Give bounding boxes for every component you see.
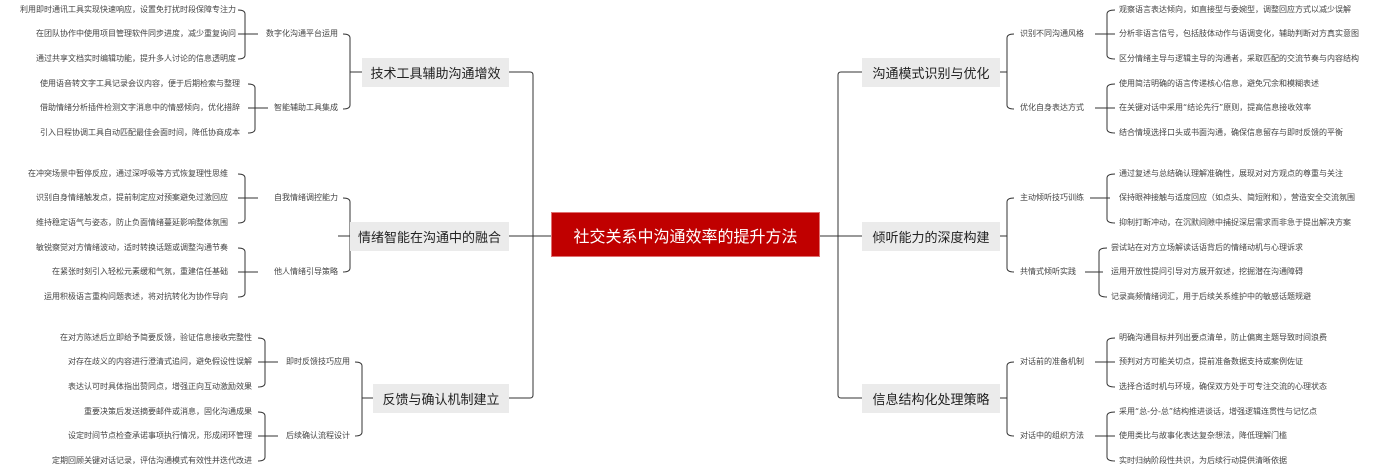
subtopic-smart-tools[interactable]: 智能辅助工具集成 [274, 103, 338, 112]
subtopic-self-emotion-control[interactable]: 自我情绪调控能力 [274, 193, 338, 202]
leaf[interactable]: 实时归纳阶段性共识，为后续行动提供清晰依据 [1119, 456, 1287, 465]
leaf[interactable]: 定期回顾关键对话记录，评估沟通模式有效性并迭代改进 [52, 456, 252, 465]
leaf[interactable]: 选择合适时机与环境，确保双方处于可专注交流的心理状态 [1119, 382, 1327, 391]
leaf[interactable]: 维持稳定语气与姿态，防止负面情绪蔓延影响整体氛围 [36, 218, 228, 227]
leaf[interactable]: 运用开放性提问引导对方展开叙述，挖掘潜在沟通障碍 [1111, 267, 1303, 276]
leaf[interactable]: 表达认可时具体指出赞同点，增强正向互动激励效果 [68, 382, 252, 391]
subtopic-identify-styles[interactable]: 识别不同沟通风格 [1020, 29, 1084, 38]
subtopic-optimize-expression[interactable]: 优化自身表达方式 [1020, 103, 1084, 112]
leaf[interactable]: 抑制打断冲动，在沉默间隙中捕捉深层需求而非急于提出解决方案 [1119, 218, 1351, 227]
branch-listening-ability[interactable]: 倾听能力的深度构建 [862, 222, 1000, 251]
subtopic-active-listening[interactable]: 主动倾听技巧训练 [1020, 193, 1084, 202]
leaf[interactable]: 分析非语言信号，包括肢体动作与语调变化，辅助判断对方真实意图 [1119, 29, 1359, 38]
leaf[interactable]: 重要决策后发送摘要邮件或消息，固化沟通成果 [84, 407, 252, 416]
leaf[interactable]: 对存在歧义的内容进行澄清式追问，避免假设性误解 [68, 357, 252, 366]
leaf[interactable]: 保持眼神接触与适度回应（如点头、简短附和），营造安全交流氛围 [1119, 193, 1355, 202]
leaf[interactable]: 设定时间节点检查承诺事项执行情况，形成闭环管理 [68, 431, 252, 440]
leaf[interactable]: 通过共享文档实时编辑功能，提升多人讨论的信息透明度 [36, 54, 236, 63]
leaf[interactable]: 使用语音转文字工具记录会议内容，便于后期检索与整理 [40, 79, 240, 88]
leaf[interactable]: 预判对方可能关切点，提前准备数据支持或案例佐证 [1119, 357, 1303, 366]
leaf[interactable]: 在团队协作中使用项目管理软件同步进度，减少重复询问 [36, 29, 236, 38]
subtopic-digital-platforms[interactable]: 数字化沟通平台运用 [266, 29, 338, 38]
subtopic-instant-feedback[interactable]: 即时反馈技巧应用 [286, 357, 350, 366]
leaf[interactable]: 观察语言表达倾向，如直接型与委婉型，调整回应方式以减少误解 [1119, 5, 1351, 14]
leaf[interactable]: 在冲突场景中暂停反应，通过深呼吸等方式恢复理性思维 [28, 169, 228, 178]
branch-tech-tools[interactable]: 技术工具辅助沟通增效 [362, 58, 509, 87]
leaf[interactable]: 结合情境选择口头或书面沟通，确保信息留存与即时反馈的平衡 [1119, 128, 1343, 137]
leaf[interactable]: 明确沟通目标并列出要点清单，防止偏离主题导致时间浪费 [1119, 333, 1327, 342]
branch-info-structuring[interactable]: 信息结构化处理策略 [862, 384, 1000, 413]
subtopic-empathic-listening[interactable]: 共情式倾听实践 [1020, 267, 1076, 276]
branch-communication-patterns[interactable]: 沟通模式识别与优化 [862, 58, 1000, 87]
central-topic[interactable]: 社交关系中沟通效率的提升方法 [551, 212, 820, 257]
leaf[interactable]: 利用即时通讯工具实现快速响应，设置免打扰时段保障专注力 [20, 5, 236, 14]
leaf[interactable]: 使用简洁明确的语言传递核心信息，避免冗余和模糊表述 [1119, 79, 1319, 88]
branch-feedback-confirmation[interactable]: 反馈与确认机制建立 [373, 384, 509, 413]
leaf[interactable]: 在对方陈述后立即给予简要反馈，验证信息接收完整性 [60, 333, 252, 342]
leaf[interactable]: 运用积极语言重构问题表述，将对抗转化为协作导向 [44, 292, 228, 301]
subtopic-pre-conversation[interactable]: 对话前的准备机制 [1020, 357, 1084, 366]
leaf[interactable]: 通过复述与总结确认理解准确性，展现对对方观点的尊重与关注 [1119, 169, 1343, 178]
leaf[interactable]: 区分情绪主导与逻辑主导的沟通者，采取匹配的交流节奏与内容结构 [1119, 54, 1359, 63]
leaf[interactable]: 尝试站在对方立场解读话语背后的情绪动机与心理诉求 [1111, 243, 1303, 252]
leaf[interactable]: 引入日程协调工具自动匹配最佳会面时间，降低协商成本 [40, 128, 240, 137]
leaf[interactable]: 识别自身情绪触发点，提前制定应对预案避免过激回应 [36, 193, 228, 202]
leaf[interactable]: 在紧张时刻引入轻松元素缓和气氛，重建信任基础 [52, 267, 228, 276]
leaf[interactable]: 借助情绪分析插件检测文字消息中的情感倾向，优化措辞 [40, 103, 240, 112]
subtopic-follow-up-confirmation[interactable]: 后续确认流程设计 [286, 431, 350, 440]
leaf[interactable]: 敏锐察觉对方情绪波动，适时转换话题或调整沟通节奏 [36, 243, 228, 252]
subtopic-guiding-others-emotion[interactable]: 他人情绪引导策略 [274, 267, 338, 276]
subtopic-in-conversation[interactable]: 对话中的组织方法 [1020, 431, 1084, 440]
leaf[interactable]: 记录高频情绪词汇，用于后续关系维护中的敏感话题规避 [1111, 292, 1311, 301]
leaf[interactable]: 采用“总-分-总”结构推进谈话，增强逻辑连贯性与记忆点 [1119, 407, 1318, 416]
leaf[interactable]: 在关键对话中采用“结论先行”原则，提高信息接收效率 [1119, 103, 1312, 112]
branch-emotional-intelligence[interactable]: 情绪智能在沟通中的融合 [350, 222, 509, 251]
leaf[interactable]: 使用类比与故事化表达复杂想法，降低理解门槛 [1119, 431, 1287, 440]
